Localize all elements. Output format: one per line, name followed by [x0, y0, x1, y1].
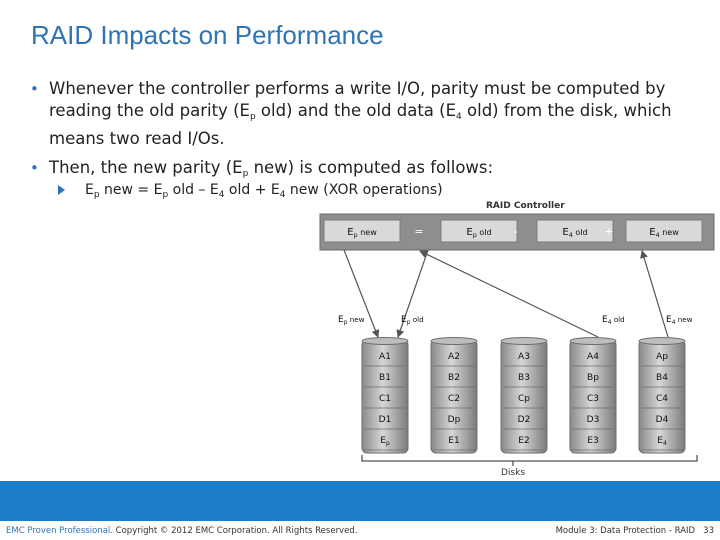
footer: EMC Proven Professional. Copyright © 201… — [0, 521, 720, 540]
operation-box — [440, 219, 518, 243]
stripe-block: A1 — [379, 352, 391, 362]
stripe-block: B1 — [379, 373, 391, 383]
stripe-block: Bp — [587, 373, 599, 383]
slide-title: RAID Impacts on Performance — [31, 20, 384, 50]
stripe-block: C2 — [448, 394, 460, 404]
bullet-dot-icon: • — [30, 159, 39, 177]
stripe-block: B4 — [656, 373, 668, 383]
arrow-label: E4 old — [602, 315, 625, 326]
stripe-block: E4 — [657, 436, 667, 447]
stripe-block: Ap — [656, 352, 668, 362]
stripe-block: D2 — [518, 415, 531, 425]
bullet-dot-icon: • — [30, 80, 39, 98]
operator-symbol: + — [604, 225, 613, 238]
arrow-label: E4 new — [666, 315, 693, 326]
stripe-block: B3 — [518, 373, 530, 383]
operation-box — [323, 219, 401, 243]
stripe-block: Cp — [518, 394, 530, 404]
arrow-label: Ep new — [338, 315, 365, 326]
stripe-block: B2 — [448, 373, 460, 383]
stripe-block: E3 — [587, 436, 598, 446]
stripe-block: A3 — [518, 352, 530, 362]
bullet-item: • Whenever the controller performs a wri… — [30, 78, 690, 150]
stripe-block: D4 — [656, 415, 669, 425]
operation-box — [625, 219, 703, 243]
stripe-block: C3 — [587, 394, 599, 404]
footer-right: Module 3: Data Protection - RAID 33 — [556, 526, 714, 536]
operation-box-label: Ep old — [466, 227, 491, 239]
data-flow-arrow — [396, 249, 429, 338]
disk-top — [569, 337, 617, 345]
footer-page-number: 33 — [703, 526, 714, 536]
disks-bracket — [361, 455, 698, 462]
operator-symbol: = — [414, 225, 423, 238]
data-flow-arrow — [419, 250, 599, 338]
bullet-list: • Whenever the controller performs a wri… — [30, 78, 690, 192]
disks-label: Disks — [501, 468, 525, 478]
stripe-block: Ep — [380, 436, 390, 447]
stripe-block: C4 — [656, 394, 668, 404]
footer-brand: EMC Proven Professional. — [6, 526, 113, 536]
operation-box — [536, 219, 614, 243]
formula-text: Ep new = Ep old – E4 old + E4 new (XOR o… — [85, 182, 443, 200]
footer-bar — [0, 481, 720, 521]
stripe-block: E1 — [448, 436, 459, 446]
operator-symbol: - — [514, 225, 518, 238]
disk-top — [361, 337, 409, 345]
stripe-block: D3 — [587, 415, 600, 425]
stripe-block: E2 — [518, 436, 529, 446]
disk-top — [430, 337, 478, 345]
disk-top — [638, 337, 686, 345]
bullet-text: Then, the new parity (Ep new) is compute… — [49, 158, 494, 179]
data-flow-arrow — [343, 249, 380, 338]
arrow-label: Ep old — [401, 315, 424, 326]
data-flow-arrow — [640, 250, 669, 338]
controller-label: RAID Controller — [486, 201, 565, 211]
stripe-block: A4 — [587, 352, 599, 362]
triangle-bullet-icon — [58, 185, 65, 195]
disk-top — [500, 337, 548, 345]
stripe-block: A2 — [448, 352, 460, 362]
stripe-block: C1 — [379, 394, 391, 404]
operation-box-label: E4 old — [562, 227, 587, 239]
footer-copyright: Copyright © 2012 EMC Corporation. All Ri… — [115, 526, 358, 536]
footer-left: EMC Proven Professional. Copyright © 201… — [6, 526, 357, 536]
footer-module: Module 3: Data Protection - RAID — [555, 526, 696, 536]
bullet-text: Whenever the controller performs a write… — [49, 79, 672, 148]
bullet-item: • Then, the new parity (Ep new) is compu… — [30, 157, 690, 185]
stripe-block: Dp — [448, 415, 461, 425]
stripe-block: D1 — [379, 415, 392, 425]
